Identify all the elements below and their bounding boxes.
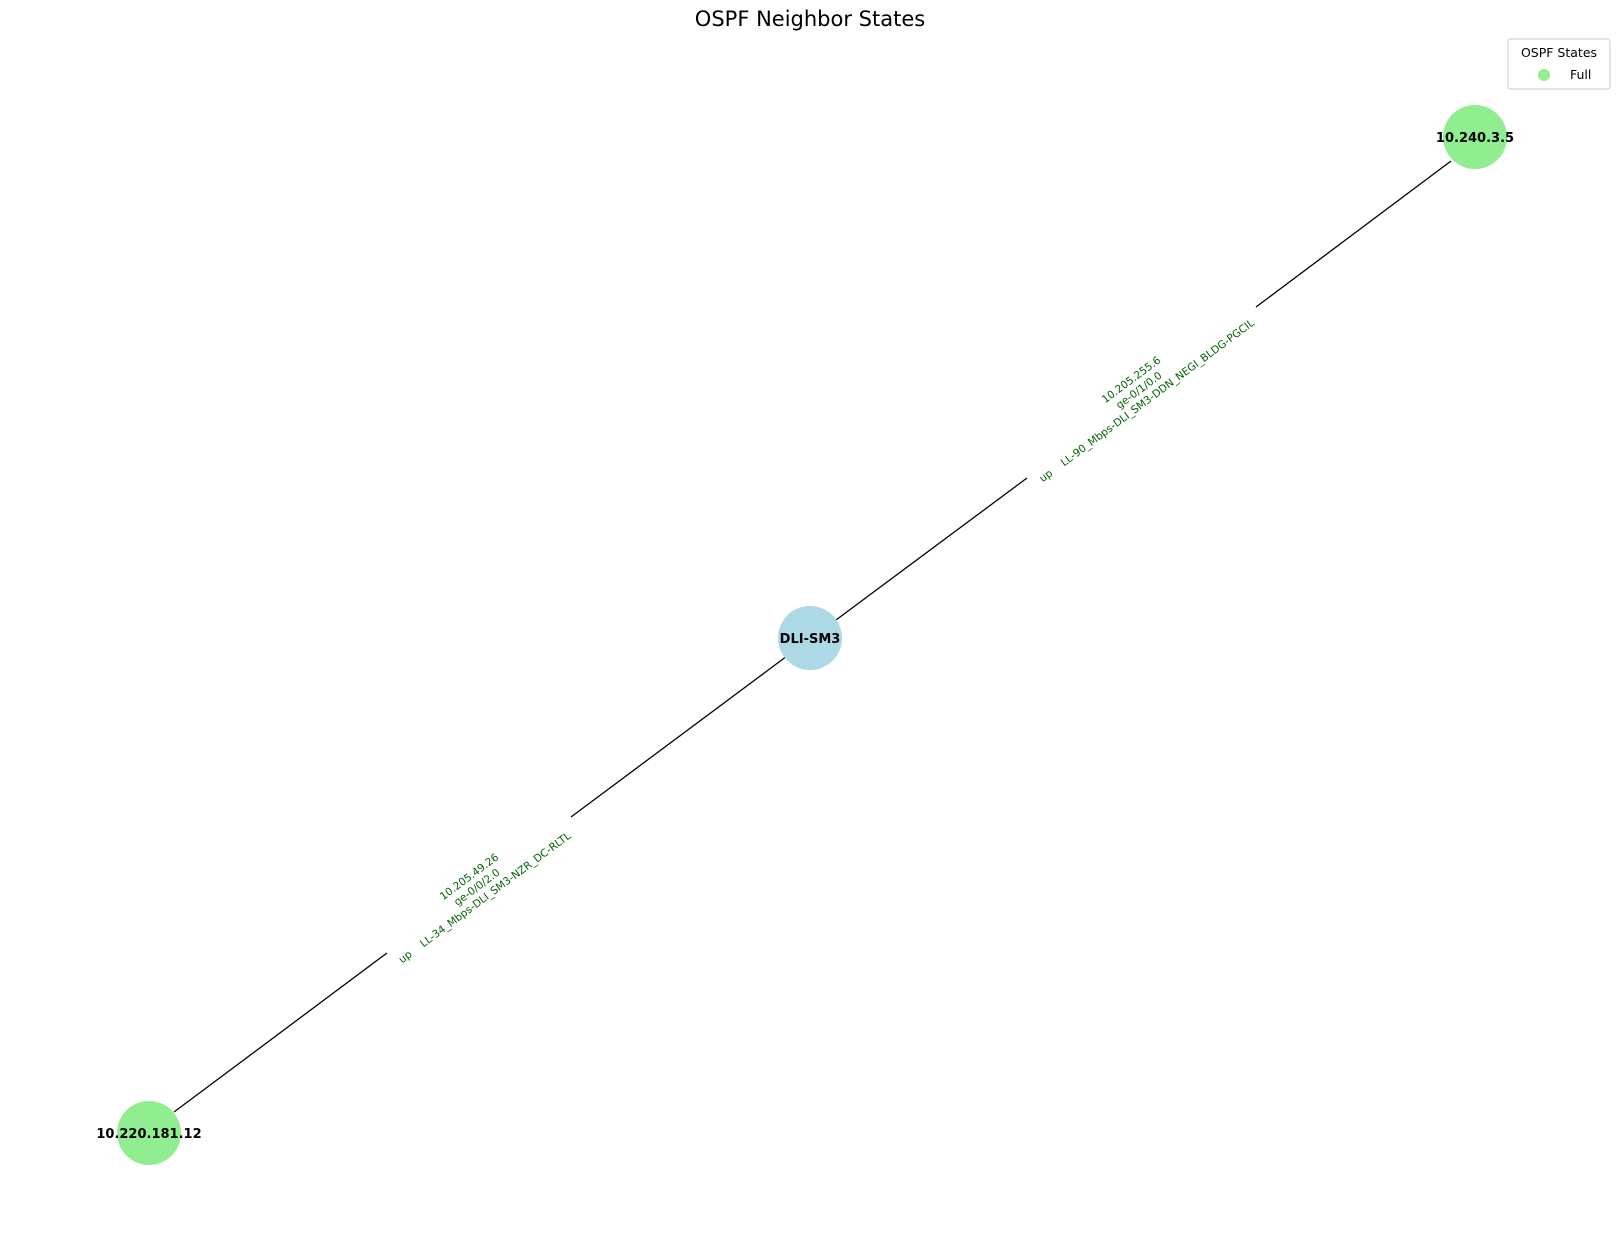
node-dli-sm3: DLI-SM3 xyxy=(778,606,842,670)
edge-segment xyxy=(173,952,388,1113)
edge-dli-sm3-to-10-220-181-12: 10.205.49.26 ge-0/0/2.0 up LL-34_Mbps-DL… xyxy=(173,655,788,1113)
edge-segment xyxy=(835,477,1028,621)
legend-marker-full xyxy=(1538,69,1550,81)
edge-segment xyxy=(1255,160,1452,308)
node-10-220-181-12: 10.220.181.12 xyxy=(96,1101,202,1165)
edge-label-group: 10.205.255.6 ge-0/1/0.0 up LL-90_Mbps-DL… xyxy=(1037,317,1257,485)
diagram-title: OSPF Neighbor States xyxy=(695,7,925,31)
edge-label-group: 10.205.49.26 ge-0/0/2.0 up LL-34_Mbps-DL… xyxy=(397,830,574,966)
node-10-240-3-5: 10.240.3.5 xyxy=(1436,105,1514,169)
edge-label-description: up LL-90_Mbps-DLI_SM3-DDN_NEGI_BLDG-PGCI… xyxy=(1037,317,1257,485)
node-circle xyxy=(778,606,842,670)
node-label: 10.240.3.5 xyxy=(1436,131,1514,146)
node-label: 10.220.181.12 xyxy=(96,1127,201,1142)
node-circle xyxy=(1443,105,1507,169)
legend-label-full: Full xyxy=(1570,67,1591,82)
edge-dli-sm3-to-10-240-3-5: 10.205.255.6 ge-0/1/0.0 up LL-90_Mbps-DL… xyxy=(835,160,1452,621)
edge-label-description: up LL-34_Mbps-DLI_SM3-NZR_DC-RLTL xyxy=(397,830,574,966)
legend-box xyxy=(1507,38,1611,90)
node-circle xyxy=(117,1101,181,1165)
node-label: DLI-SM3 xyxy=(780,632,841,647)
legend-title: OSPF States xyxy=(1521,45,1597,60)
edge-segment xyxy=(570,655,788,818)
legend: OSPF States Full xyxy=(1507,38,1611,90)
